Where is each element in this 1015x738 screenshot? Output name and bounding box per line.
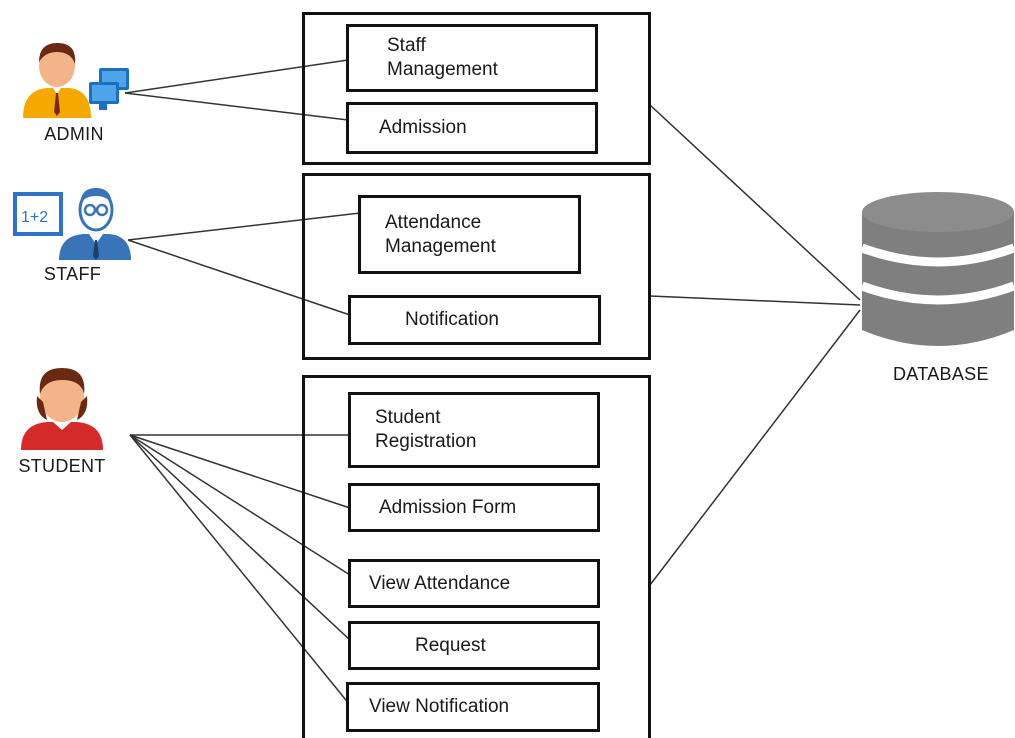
feature-attendance-management: Attendance Management bbox=[358, 195, 581, 274]
database-icon bbox=[860, 192, 1015, 346]
feature-student-registration: Student Registration bbox=[348, 392, 600, 468]
link-student-admission-form bbox=[129, 434, 351, 509]
link-staff-attendance-management bbox=[127, 212, 361, 241]
link-staff-group-database bbox=[649, 295, 861, 306]
actor-student: STUDENT bbox=[6, 362, 118, 477]
link-staff-notification bbox=[127, 239, 351, 316]
link-admin-staff-management bbox=[124, 59, 349, 94]
teacher-at-board-icon: 1+2 bbox=[12, 188, 131, 260]
database-label: DATABASE bbox=[893, 364, 989, 384]
actor-staff: 1+2 STAFF bbox=[10, 180, 135, 285]
admin-group-box bbox=[302, 12, 651, 165]
link-student-view-notification bbox=[129, 434, 351, 706]
link-student-group-database bbox=[649, 309, 861, 586]
admin-at-computer-icon bbox=[22, 42, 129, 118]
actor-admin: ADMIN bbox=[14, 38, 134, 145]
link-student-view-attendance bbox=[129, 434, 351, 576]
feature-request: Request bbox=[348, 621, 600, 670]
database bbox=[858, 190, 1015, 355]
link-admin-group-database bbox=[649, 104, 861, 301]
feature-notification: Notification bbox=[348, 295, 601, 345]
actor-label-admin: ADMIN bbox=[44, 124, 104, 144]
link-student-request bbox=[129, 434, 351, 641]
staff-group-box bbox=[302, 173, 651, 360]
feature-view-notification: View Notification bbox=[346, 682, 600, 732]
actor-label-student: STUDENT bbox=[18, 456, 106, 476]
student-group-box bbox=[302, 375, 651, 738]
actor-label-staff: STAFF bbox=[43, 264, 102, 284]
feature-view-attendance: View Attendance bbox=[348, 559, 600, 608]
feature-admission-form: Admission Form bbox=[348, 483, 600, 532]
feature-staff-management: Staff Management bbox=[346, 24, 598, 92]
link-admin-admission bbox=[124, 92, 349, 121]
student-icon bbox=[21, 368, 103, 450]
feature-admission: Admission bbox=[346, 102, 598, 154]
board-text: 1+2 bbox=[21, 209, 48, 226]
